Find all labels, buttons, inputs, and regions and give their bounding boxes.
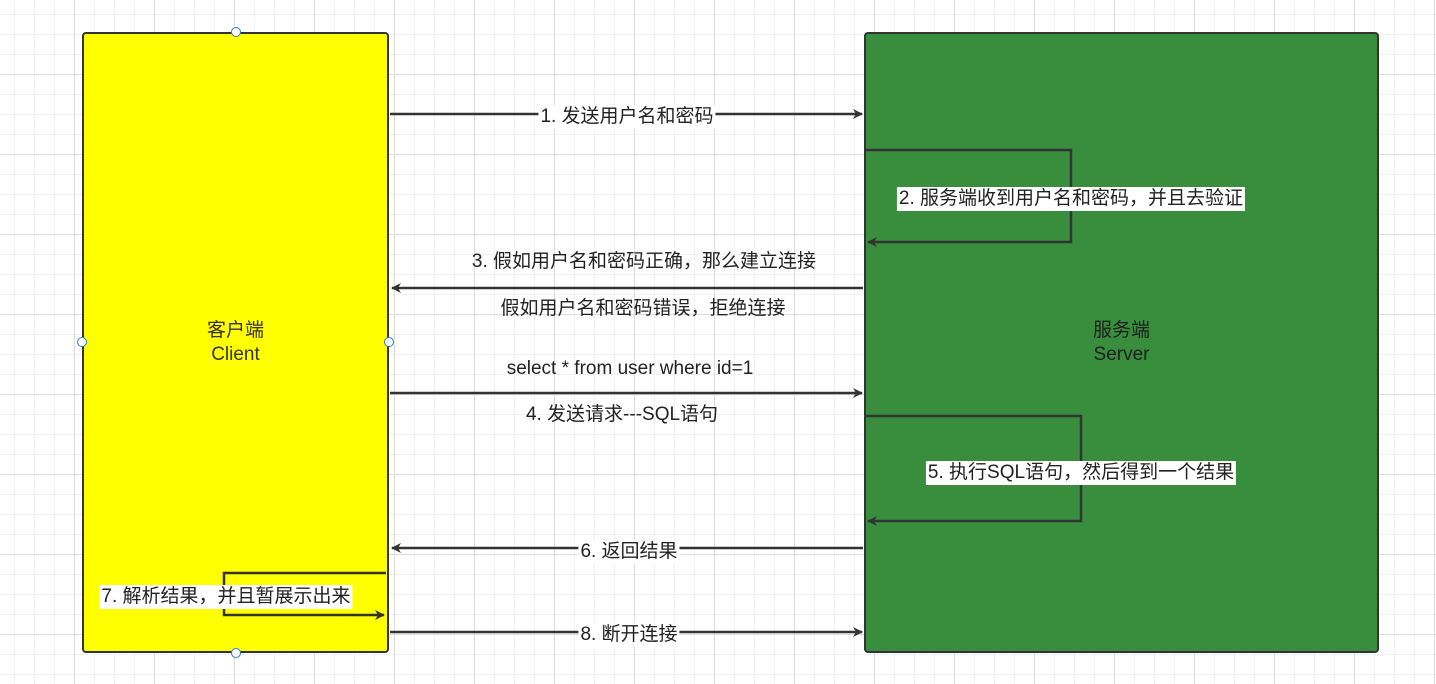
resize-handle-bottom[interactable] bbox=[231, 648, 241, 658]
server-subtitle: Server bbox=[1093, 343, 1150, 365]
resize-handle-top[interactable] bbox=[231, 27, 241, 37]
server-name: 服务端 bbox=[1092, 319, 1150, 341]
sql-query-label: select * from user where id=1 bbox=[506, 358, 754, 379]
client-name: 客户端 bbox=[206, 319, 264, 341]
step-3-label-failure: 假如用户名和密码错误，拒绝连接 bbox=[500, 298, 786, 319]
step-4-label: 4. 发送请求---SQL语句 bbox=[525, 404, 719, 425]
step-8-label: 8. 断开连接 bbox=[578, 623, 680, 647]
resize-handle-right[interactable] bbox=[384, 337, 394, 347]
step-7-label: 7. 解析结果，并且暂展示出来 bbox=[99, 585, 353, 609]
client-subtitle: Client bbox=[211, 343, 260, 365]
step-1-label: 1. 发送用户名和密码 bbox=[538, 105, 716, 129]
step-5-label: 5. 执行SQL语句，然后得到一个结果 bbox=[925, 461, 1237, 485]
step-2-label: 2. 服务端收到用户名和密码，并且去验证 bbox=[896, 187, 1246, 211]
step-6-label: 6. 返回结果 bbox=[578, 540, 680, 564]
resize-handle-left[interactable] bbox=[77, 337, 87, 347]
client-box[interactable]: 客户端 Client bbox=[82, 32, 389, 653]
server-box[interactable]: 服务端 Server bbox=[864, 32, 1379, 653]
step-3-label-success: 3. 假如用户名和密码正确，那么建立连接 bbox=[471, 251, 817, 272]
